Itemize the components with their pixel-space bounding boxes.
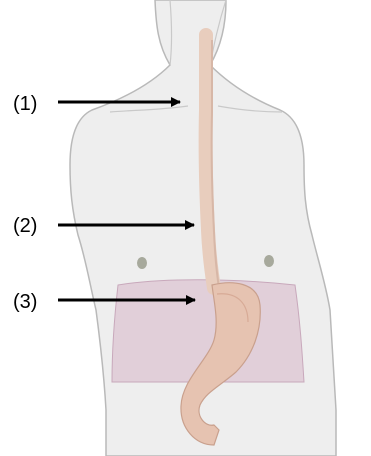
label-1-text: (1) [13,93,37,115]
nipple-left [137,257,147,269]
nipple-right [264,255,274,267]
label-2-text: (2) [13,215,37,237]
label-3-text: (3) [13,291,37,313]
